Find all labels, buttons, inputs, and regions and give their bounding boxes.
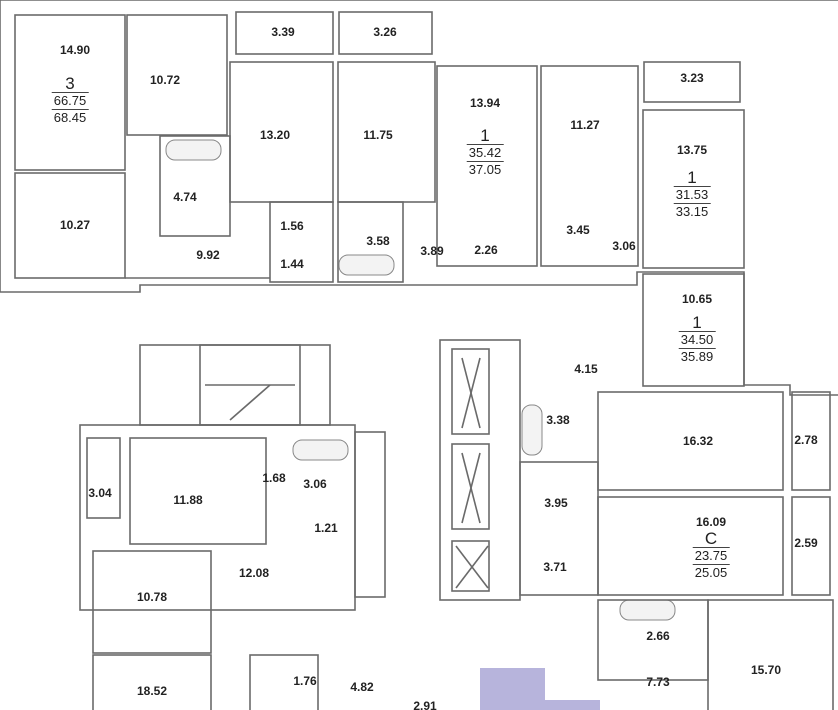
highlighted-room — [545, 700, 600, 710]
room-area: 3.45 — [566, 223, 590, 237]
apartment-rooms: 1 — [480, 126, 490, 145]
apartment-label: 3 66.75 68.45 — [51, 74, 89, 126]
room-area: 1.68 — [262, 471, 286, 485]
room-area: 3.06 — [303, 477, 327, 491]
room-area: 3.89 — [420, 244, 444, 258]
room-area: 15.70 — [750, 663, 782, 677]
apartment-label: 1 31.53 33.15 — [673, 168, 711, 220]
room-area: 18.52 — [136, 684, 168, 698]
room-area: 16.09 — [695, 515, 727, 529]
room-area: 2.59 — [794, 536, 818, 550]
room-area: 4.74 — [173, 190, 197, 204]
room-area: 14.90 — [59, 43, 91, 57]
apartment-label: 1 34.50 35.89 — [678, 313, 716, 365]
living-area: 34.50 — [678, 331, 716, 349]
room-area: 1.76 — [293, 674, 317, 688]
total-area: 37.05 — [468, 162, 502, 177]
room-area: 13.75 — [676, 143, 708, 157]
room-area: 13.94 — [469, 96, 501, 110]
room-area: 7.73 — [646, 675, 670, 689]
room-area: 9.92 — [196, 248, 220, 262]
room-area: 2.26 — [474, 243, 498, 257]
room-area: 3.95 — [544, 496, 568, 510]
room-area: 3.04 — [88, 486, 112, 500]
apartment-rooms: 1 — [692, 313, 702, 332]
room-area: 3.38 — [546, 413, 570, 427]
total-area: 33.15 — [675, 204, 709, 219]
total-area: 35.89 — [680, 349, 714, 364]
room-area: 2.78 — [794, 433, 818, 447]
room-area: 4.82 — [350, 680, 374, 694]
room-area: 1.56 — [280, 219, 304, 233]
room-area: 11.27 — [570, 118, 600, 132]
room-area: 3.06 — [612, 239, 636, 253]
room-area: 10.78 — [136, 590, 168, 604]
apartment-rooms: 1 — [687, 168, 697, 187]
room-area: 3.71 — [543, 560, 567, 574]
total-area: 68.45 — [53, 110, 87, 125]
room-area: 12.08 — [238, 566, 270, 580]
living-area: 66.75 — [51, 92, 89, 110]
room-area: 4.15 — [574, 362, 598, 376]
apartment-label: 1 35.42 37.05 — [466, 126, 504, 178]
room-area: 10.72 — [149, 73, 181, 87]
room-area: 11.75 — [363, 128, 393, 142]
room-area: 3.39 — [271, 25, 295, 39]
room-area: 2.66 — [646, 629, 670, 643]
living-area: 31.53 — [673, 186, 711, 204]
room-area: 16.32 — [682, 434, 714, 448]
room-area: 11.88 — [173, 493, 203, 507]
living-area: 23.75 — [692, 547, 730, 565]
room-area: 3.58 — [366, 234, 390, 248]
room-area: 1.21 — [314, 521, 338, 535]
total-area: 25.05 — [694, 565, 728, 580]
apartment-rooms: 3 — [65, 74, 75, 93]
room-area: 2.91 — [413, 699, 437, 710]
room-area: 3.26 — [373, 25, 397, 39]
apartment-label: C 23.75 25.05 — [692, 529, 730, 581]
highlighted-room — [480, 668, 545, 710]
apartment-rooms: C — [704, 529, 718, 548]
room-area: 10.27 — [59, 218, 91, 232]
room-area: 3.23 — [680, 71, 704, 85]
room-area: 10.65 — [681, 292, 713, 306]
room-area: 13.20 — [259, 128, 291, 142]
room-area: 1.44 — [280, 257, 304, 271]
living-area: 35.42 — [466, 144, 504, 162]
